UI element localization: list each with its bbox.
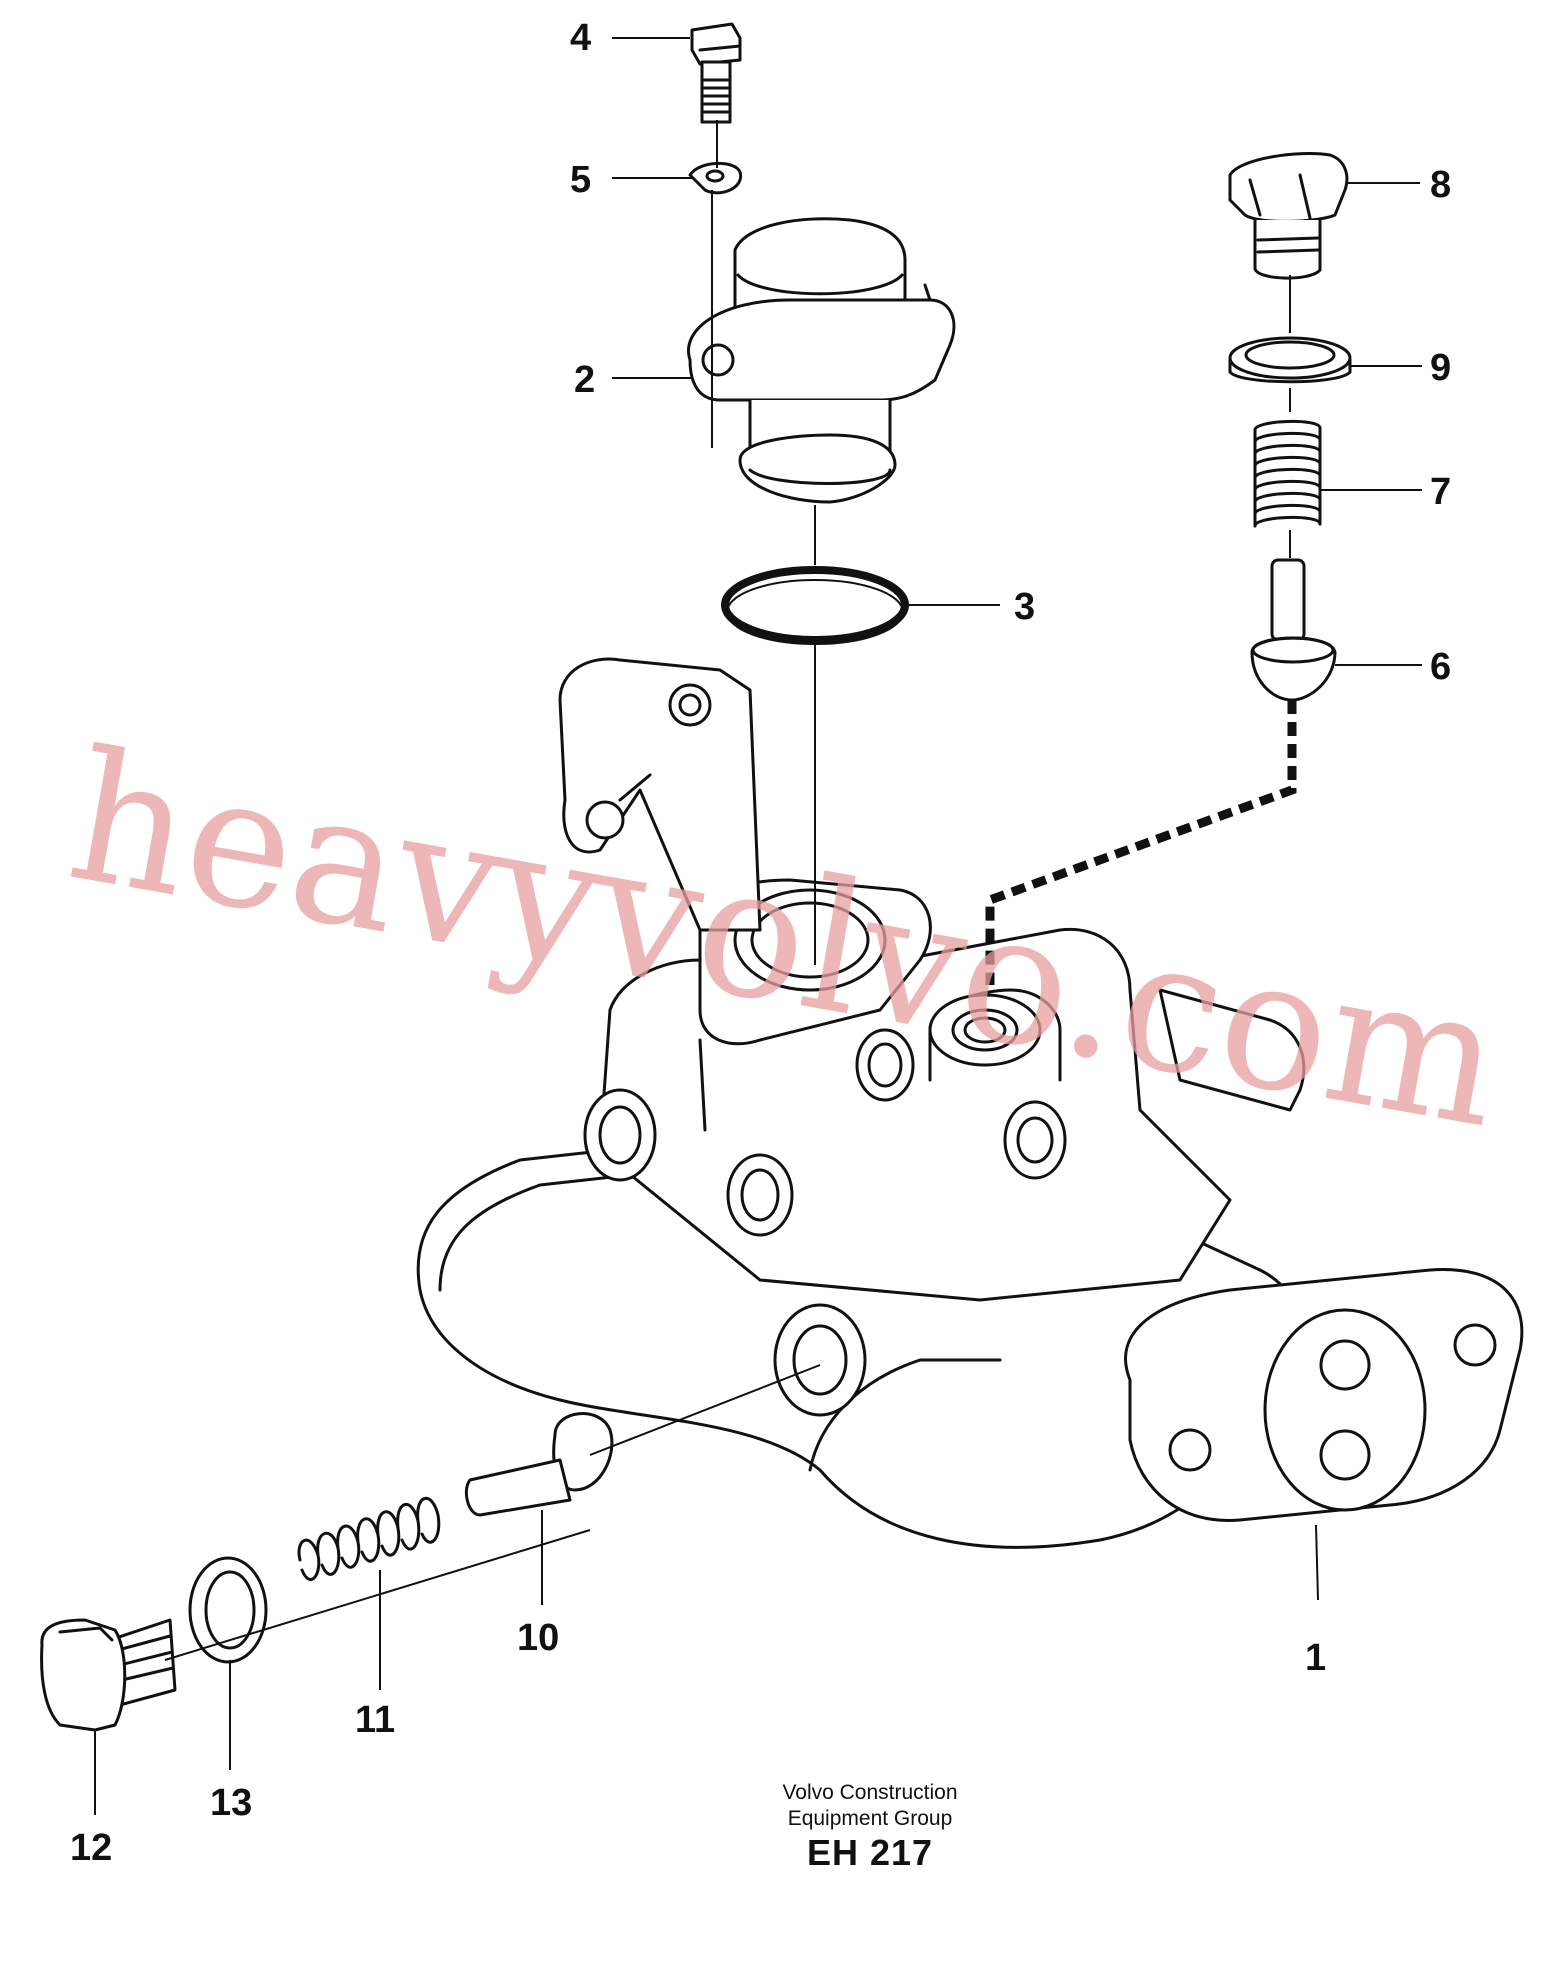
callout-labels: 4 5 2 3 8 9 7 6 1 10 11 13 12 (70, 17, 1451, 1869)
part-12-plug (40, 1618, 177, 1732)
callout-8: 8 (1430, 164, 1451, 206)
part-3-o-ring (721, 566, 909, 645)
callout-13: 13 (210, 1782, 252, 1824)
assembly-guide-lines (164, 120, 1297, 1661)
footer: Volvo Construction Equipment Group EH 21… (740, 1780, 1000, 1874)
callout-4: 4 (570, 17, 591, 59)
diagram-code: EH 217 (806, 1832, 934, 1873)
part-6-piston (1250, 558, 1337, 702)
part-11-spring (297, 1496, 441, 1581)
part-9-washer (1228, 336, 1352, 384)
part-7-spring (1253, 420, 1322, 528)
part-10-piston (464, 1412, 614, 1517)
callout-12: 12 (70, 1827, 112, 1869)
callout-1: 1 (1305, 1637, 1326, 1679)
part-2-cover (687, 217, 956, 504)
callout-7: 7 (1430, 471, 1451, 513)
part-13-washer (188, 1556, 268, 1664)
part-1-housing (416, 657, 1524, 1549)
callout-3: 3 (1014, 586, 1035, 628)
part-8-plug (1228, 152, 1349, 280)
part-4-bolt (690, 22, 742, 124)
callout-9: 9 (1430, 347, 1451, 389)
footer-line-2: Equipment Group (787, 1807, 953, 1830)
callout-5: 5 (570, 159, 591, 201)
callout-6: 6 (1430, 646, 1451, 688)
leader-lines (94, 37, 1422, 1815)
part-5-washer (688, 161, 743, 195)
callout-10: 10 (517, 1617, 559, 1659)
callout-11: 11 (355, 1699, 395, 1741)
footer-line-1: Volvo Construction (782, 1781, 958, 1804)
callout-2: 2 (574, 359, 595, 401)
